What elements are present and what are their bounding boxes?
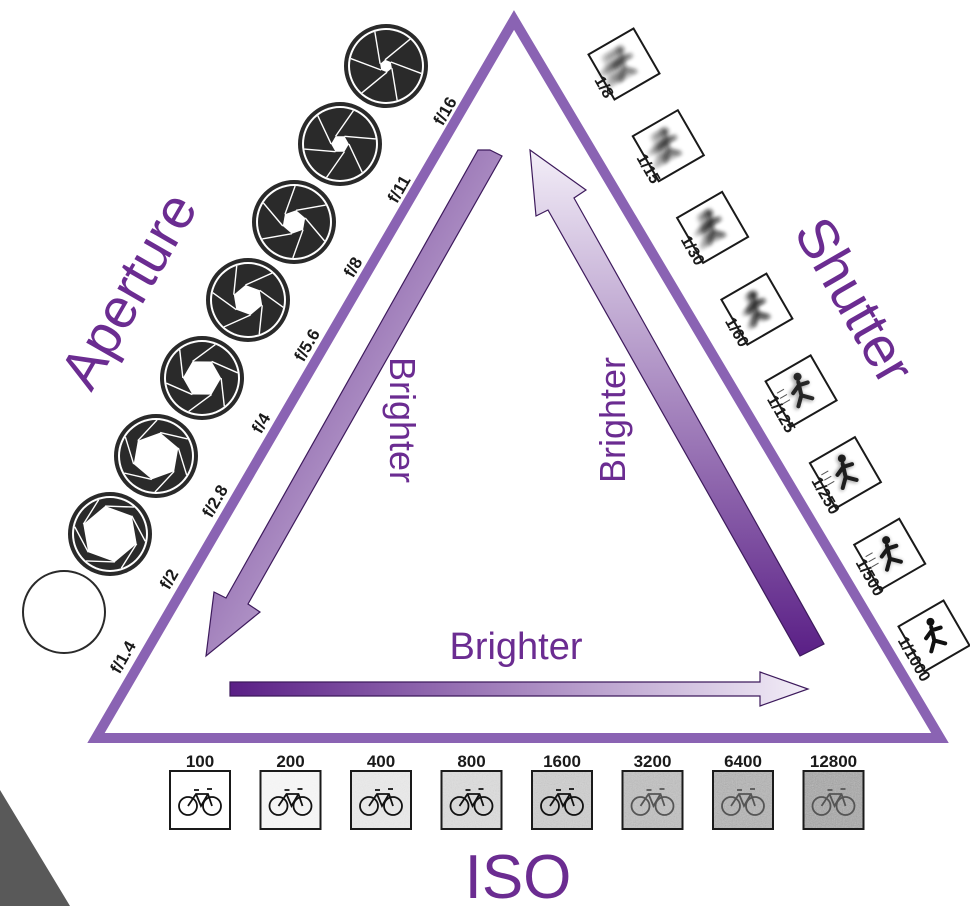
- shutter-speed: 1/8: [587, 27, 661, 101]
- runner-icon: [693, 209, 726, 250]
- iso-value: 1600: [531, 752, 593, 830]
- aperture-stop: f/2.8: [114, 414, 232, 521]
- bicycle-icon: [268, 788, 313, 816]
- aperture-stop: f/11: [298, 102, 415, 206]
- bicycle-icon: [721, 788, 765, 816]
- bicycle-icon: [178, 788, 222, 816]
- iso-value: 3200: [621, 752, 684, 830]
- iso-label: 400: [367, 752, 395, 771]
- brighter-arrow-right: [529, 148, 825, 657]
- iso-value: 800: [440, 752, 503, 830]
- aperture-stop: f/4: [160, 336, 275, 437]
- bicycle-icon: [630, 788, 675, 816]
- runner-icon: [741, 290, 771, 330]
- iso-value: 6400: [712, 752, 774, 830]
- iso-value: 12800: [802, 752, 865, 830]
- aperture-stop: f/1.4: [22, 570, 140, 677]
- aperture-stop: f/5.6: [206, 258, 324, 365]
- iso-label: 100: [186, 752, 214, 771]
- iso-label: 12800: [810, 752, 857, 771]
- aperture-stop: f/8: [252, 180, 366, 281]
- runner-icon: [879, 536, 903, 572]
- iso-label: 200: [276, 752, 304, 771]
- runner-icon: [834, 454, 859, 491]
- iso-label: 3200: [634, 752, 672, 771]
- aperture-scale: f/1.4f/2f/2.8f/4f/5.6f/8f/11f/16: [22, 24, 461, 677]
- iso-value: 400: [350, 752, 412, 830]
- runner-icon: [924, 617, 948, 654]
- shutter-speed: 1/250: [807, 435, 883, 518]
- iso-label: 800: [457, 752, 485, 771]
- runner-icon: [788, 372, 815, 410]
- brighter-arrow-left: [205, 149, 503, 658]
- bicycle-icon: [811, 788, 856, 816]
- iso-label: 1600: [543, 752, 581, 771]
- shutter-speed: 1/60: [720, 272, 794, 350]
- triangle-outline: [87, 10, 949, 743]
- aperture-stop: f/2: [68, 492, 182, 593]
- brighter-label-left: Brighter: [382, 357, 423, 483]
- aperture-iris-icon: [22, 570, 106, 654]
- iso-value: 200: [259, 752, 322, 830]
- iso-title: ISO: [465, 843, 572, 906]
- iso-scale: 100 200 400 800 1600 3200 6400 12800: [169, 752, 865, 830]
- bicycle-icon: [449, 788, 494, 816]
- runner-icon: [647, 127, 682, 170]
- iso-value: 100: [169, 752, 231, 830]
- aperture-stop: f/16: [344, 24, 461, 129]
- brighter-label-right: Brighter: [592, 357, 633, 483]
- brighter-label-bottom: Brighter: [449, 626, 582, 668]
- runner-icon: [598, 45, 638, 91]
- bicycle-icon: [359, 788, 403, 816]
- shutter-speed: 1/125: [763, 354, 838, 436]
- shutter-speed: 1/30: [675, 190, 750, 269]
- shutter-speed: 1/15: [631, 108, 706, 187]
- iso-label: 6400: [724, 752, 762, 771]
- brighter-arrow-bottom: [229, 671, 810, 707]
- bicycle-icon: [540, 788, 584, 816]
- corner-decoration: [0, 790, 70, 906]
